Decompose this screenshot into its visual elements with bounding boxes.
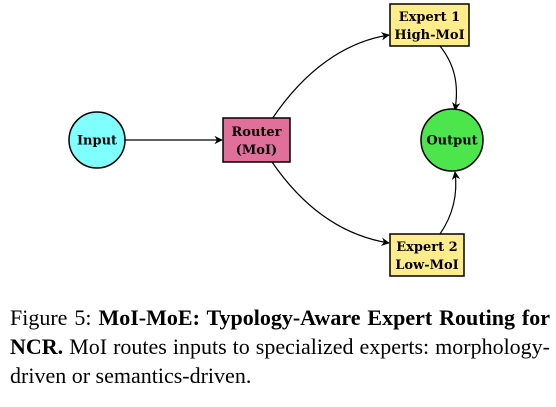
expert1-node-shape [389, 3, 470, 47]
input-node: Input [68, 111, 126, 169]
edge-router-expert2 [271, 161, 390, 246]
expert2-node: Expert 2 Low-MoI [389, 233, 465, 277]
output-node-label: Output [426, 134, 477, 149]
output-node: Output [420, 108, 484, 172]
expert2-node-shape [389, 233, 465, 277]
edge-router-expert1 [271, 32, 390, 120]
expert1-node-label-line2: High-MoI [394, 28, 464, 43]
output-node-shape [420, 108, 484, 172]
edge-expert2-output [439, 171, 461, 235]
caption-title: MoI-MoE: Typology-Aware Expert Routing f… [10, 305, 550, 359]
router-node: Router (MoI) [222, 117, 291, 163]
expert1-node-label-line1: Expert 1 [399, 10, 460, 25]
edge-expert1-output [439, 45, 461, 111]
figure-caption: Figure 5: MoI-MoE: Typology-Aware Expert… [10, 303, 550, 390]
router-node-label-line2: (MoI) [236, 143, 277, 158]
input-node-label: Input [77, 134, 117, 149]
caption-figure-number: Figure 5: [10, 305, 92, 330]
expert2-node-label-line1: Expert 2 [396, 240, 457, 255]
caption-body: MoI routes inputs to specialized experts… [10, 334, 551, 388]
routing-diagram: Input Router (MoI) Expert 1 High-MoI Exp… [68, 3, 484, 277]
router-node-label-line1: Router [231, 125, 281, 140]
expert2-node-label-line2: Low-MoI [395, 258, 459, 273]
router-node-shape [222, 117, 291, 163]
expert1-node: Expert 1 High-MoI [389, 3, 470, 47]
input-node-shape [68, 111, 126, 169]
